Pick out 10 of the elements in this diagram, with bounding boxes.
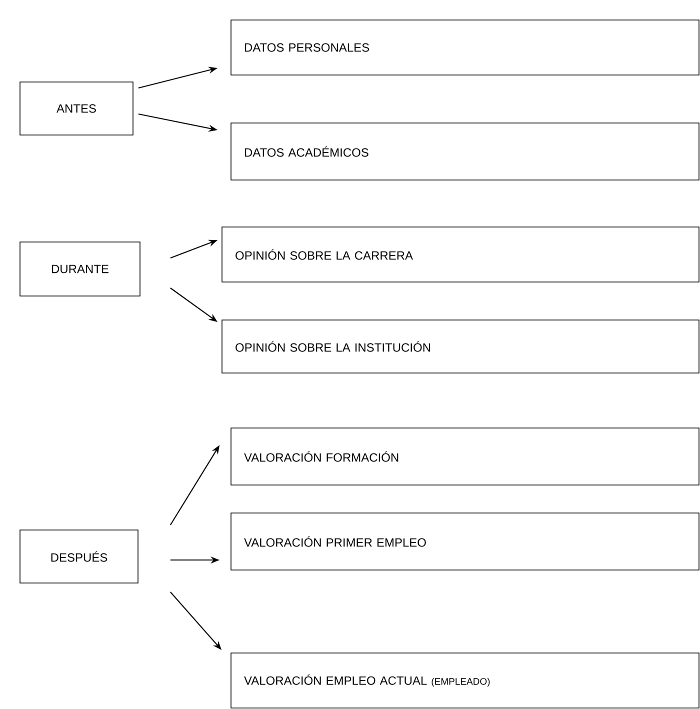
content-box: OPINIÓN SOBRE LA CARRERA <box>222 226 700 282</box>
content-box: DATOS PERSONALES <box>230 20 700 76</box>
stage-box: DURANTE <box>20 242 140 296</box>
content-box: VALORACIÓN PRIMER EMPLEO <box>230 512 700 570</box>
content-box: OPINIÓN SOBRE LA INSTITUCIÓN <box>222 320 700 374</box>
stage-box: ANTES <box>20 82 134 136</box>
content-box: VALORACIÓN FORMACIÓN <box>230 428 700 486</box>
content-box: DATOS ACADÉMICOS <box>230 122 700 180</box>
stage-box: DESPUÉS <box>20 530 138 584</box>
content-box: VALORACIÓN EMPLEO ACTUAL (EMPLEADO) <box>230 652 700 708</box>
